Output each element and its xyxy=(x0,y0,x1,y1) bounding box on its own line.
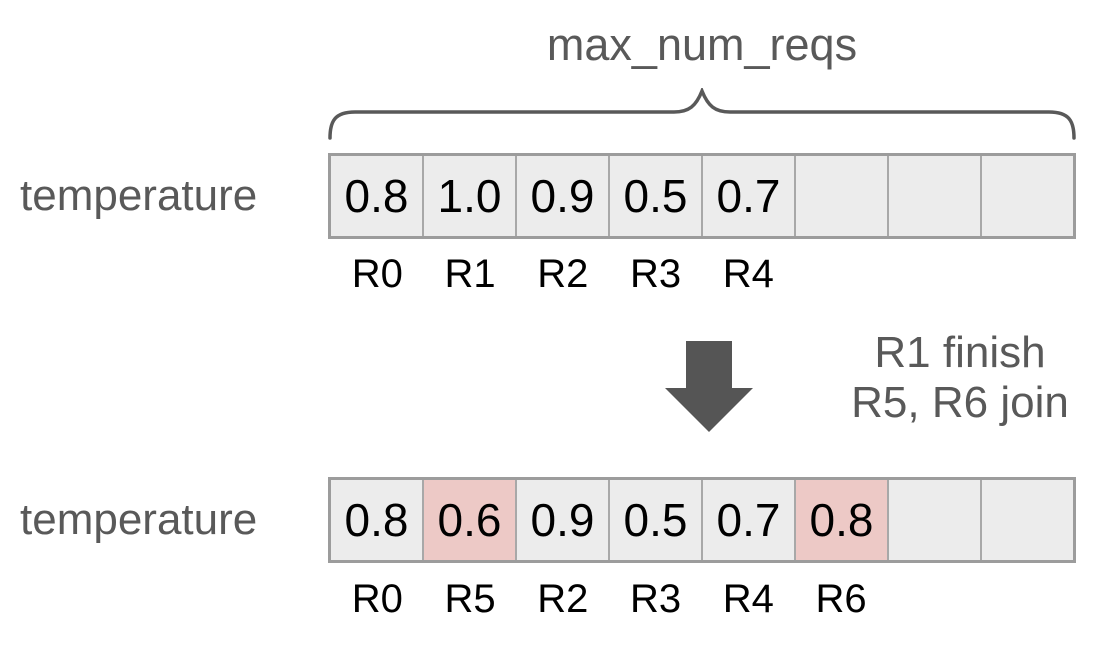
request-label: R2 xyxy=(537,577,589,621)
request-label: R4 xyxy=(722,252,774,296)
array-cell: 0.9 xyxy=(517,480,610,560)
temperature-array-before: 0.8 1.0 0.9 0.5 0.7 xyxy=(328,153,1076,239)
array-cell: 0.9 xyxy=(517,156,610,236)
array-cell: 0.8 xyxy=(331,480,424,560)
brace-label: max_num_reqs xyxy=(546,19,858,70)
request-label: R5 xyxy=(444,577,496,621)
array-cell xyxy=(889,480,982,560)
transition-note-line2: R5, R6 join xyxy=(851,378,1069,427)
row-label-temperature-top: temperature xyxy=(20,171,258,220)
array-cell: 0.8 xyxy=(796,480,889,560)
array-cell: 0.8 xyxy=(331,156,424,236)
request-label xyxy=(888,575,981,623)
request-label: R6 xyxy=(815,577,867,621)
request-label: R4 xyxy=(722,577,774,621)
request-label: R0 xyxy=(351,577,403,621)
request-labels-after: R0 R5 R2 R3 R4 R6 xyxy=(331,575,1073,623)
array-cell: 0.5 xyxy=(610,156,703,236)
temperature-array-after: 0.8 0.6 0.9 0.5 0.7 0.8 xyxy=(328,477,1076,563)
request-label: R0 xyxy=(351,252,403,296)
request-label xyxy=(795,250,888,298)
array-cell: 0.5 xyxy=(610,480,703,560)
transition-note-line1: R1 finish xyxy=(874,328,1046,377)
request-label: R3 xyxy=(630,577,682,621)
request-label: R2 xyxy=(537,252,589,296)
array-cell: 1.0 xyxy=(424,156,517,236)
down-arrow-icon xyxy=(665,388,753,432)
transition-note: R1 finish R5, R6 join xyxy=(810,328,1110,428)
request-label xyxy=(980,250,1073,298)
array-cell xyxy=(982,480,1073,560)
request-label: R3 xyxy=(630,252,682,296)
array-cell: 0.6 xyxy=(424,480,517,560)
array-cell: 0.7 xyxy=(703,156,796,236)
array-cell xyxy=(889,156,982,236)
array-cell xyxy=(796,156,889,236)
down-arrow-icon xyxy=(686,341,732,389)
array-cell xyxy=(982,156,1073,236)
request-label xyxy=(888,250,981,298)
array-cell: 0.7 xyxy=(703,480,796,560)
request-label: R1 xyxy=(444,252,496,296)
row-label-temperature-bottom: temperature xyxy=(20,495,258,544)
request-label xyxy=(980,575,1073,623)
curly-brace-icon xyxy=(328,88,1076,140)
request-labels-before: R0 R1 R2 R3 R4 xyxy=(331,250,1073,298)
